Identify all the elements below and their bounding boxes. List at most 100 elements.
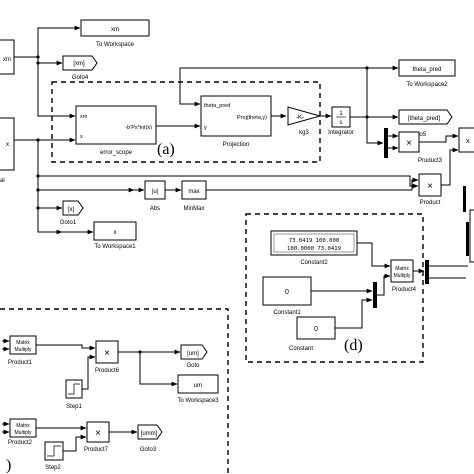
product1-block[interactable]: Matrix Multiply: [9, 335, 37, 355]
to-workspace1-block[interactable]: x: [93, 221, 137, 241]
right-bus-bar-1: [463, 186, 466, 212]
svg-text:Multiply: Multiply: [394, 273, 411, 279]
svg-text:-K-: -K-: [296, 115, 304, 121]
mux-bar-d[interactable]: [373, 282, 377, 308]
right-partial-block-2[interactable]: [469, 209, 474, 263]
error-scope-label: error_scope: [100, 150, 133, 156]
svg-text:Multiply: Multiply: [15, 347, 32, 353]
subsystem-d-border: [245, 213, 424, 363]
annotation-d: (d): [344, 337, 363, 354]
constant2-block[interactable]: 73.0419 100.000 100.0000 73.0419: [270, 230, 358, 256]
constant2-label: Constant2: [300, 260, 328, 266]
left-block-x[interactable]: x: [0, 117, 15, 171]
to-workspace-block[interactable]: xm: [80, 19, 150, 37]
step1-block[interactable]: [65, 379, 83, 399]
svg-text:[theta_pred]: [theta_pred]: [408, 116, 440, 122]
constant-block[interactable]: 0: [296, 316, 336, 340]
demux-bar-d: [425, 260, 429, 284]
svg-text:x: x: [6, 142, 9, 148]
subsystem-bottom-border: [0, 308, 229, 474]
goto5-block[interactable]: [theta_pred]: [398, 109, 453, 125]
svg-text:x: x: [114, 230, 117, 236]
svg-text:0: 0: [314, 326, 318, 333]
product4-label: Product4: [392, 287, 417, 293]
svg-text:theta_pred: theta_pred: [413, 67, 442, 73]
svg-text:x: x: [466, 138, 470, 145]
step2-label: Step2: [45, 465, 61, 471]
svg-text:s: s: [340, 120, 343, 126]
minmax-block[interactable]: max: [181, 180, 207, 200]
product1-label: Product1: [8, 360, 33, 366]
demux-bar[interactable]: [384, 128, 388, 158]
step1-label: Step1: [66, 404, 82, 410]
svg-text:y: y: [204, 125, 207, 131]
kg3-label: kg3: [299, 130, 309, 136]
goto4-label: Goto4: [72, 75, 89, 81]
svg-text:×: ×: [427, 181, 433, 192]
integrator-label: Integrator: [328, 130, 354, 136]
right-partial-block[interactable]: x: [458, 127, 474, 153]
goto-um-label: Goto: [186, 363, 200, 369]
goto3-label: Goto3: [140, 447, 157, 453]
svg-text:xm: xm: [3, 57, 11, 63]
to-workspace1-label: To Workspace1: [94, 244, 136, 250]
projection-block[interactable]: theta_pred y Proj(theta,y): [200, 95, 272, 137]
product2-label: Product2: [8, 440, 33, 446]
goto-um-block[interactable]: [um]: [180, 344, 208, 360]
svg-text:[xm]: [xm]: [73, 61, 85, 67]
svg-text:Matrix: Matrix: [395, 266, 409, 272]
minmax-label: MinMax: [183, 206, 204, 212]
svg-text:Multiply: Multiply: [15, 430, 32, 436]
svg-text:max: max: [188, 189, 199, 195]
constant-label: Constant: [289, 346, 313, 352]
product-block[interactable]: ×: [418, 173, 442, 197]
to-workspace3-block[interactable]: um: [177, 374, 219, 394]
svg-text:xm: xm: [111, 27, 119, 33]
svg-text:[x]: [x]: [68, 207, 75, 213]
to-workspace2-label: To Workspace2: [406, 82, 448, 88]
product6-block[interactable]: ×: [95, 340, 119, 364]
svg-text:|u|: |u|: [152, 189, 159, 195]
product7-block[interactable]: ×: [86, 421, 110, 443]
product7-label: Product7: [84, 447, 109, 453]
abs-block[interactable]: |u|: [144, 180, 166, 200]
svg-text:Matrix: Matrix: [16, 423, 30, 429]
product-label: Product: [420, 200, 441, 206]
product2-block[interactable]: Matrix Multiply: [9, 418, 37, 438]
goto4-block[interactable]: [xm]: [62, 55, 98, 71]
constant1-block[interactable]: 0: [262, 276, 312, 306]
svg-text:Matrix: Matrix: [16, 340, 30, 346]
svg-text:[umm]: [umm]: [141, 431, 158, 437]
goto1-label: Goto1: [60, 220, 77, 226]
left-block-xm[interactable]: xm: [0, 39, 15, 75]
svg-text:xm: xm: [80, 114, 88, 120]
goto1-block[interactable]: [x]: [62, 200, 84, 216]
subsystem-a-border: [51, 81, 321, 163]
error-scope-block[interactable]: xm x -b'Ps*int(x): [75, 105, 157, 145]
kg3-gain-block[interactable]: -K-: [287, 106, 322, 126]
product6-label: Product6: [95, 368, 120, 374]
product3-label: Product3: [418, 158, 443, 164]
svg-text:Proj(theta,y): Proj(theta,y): [237, 115, 267, 121]
svg-text:[um]: [um]: [187, 351, 199, 357]
svg-text:×: ×: [95, 428, 101, 439]
to-workspace-label: To Workspace: [96, 42, 135, 48]
to-workspace2-block[interactable]: theta_pred: [398, 59, 456, 77]
svg-text:100.0000 73.0419: 100.0000 73.0419: [287, 246, 341, 252]
left-block-x-label: al: [0, 178, 5, 184]
svg-text:×: ×: [104, 348, 110, 359]
product4-block[interactable]: Matrix Multiply: [390, 259, 414, 283]
goto3-block[interactable]: [umm]: [137, 424, 163, 440]
svg-text:theta_pred: theta_pred: [204, 103, 230, 109]
product3-block[interactable]: ×: [398, 131, 420, 153]
annotation-a: (a): [157, 141, 175, 158]
svg-text:1: 1: [339, 111, 343, 117]
constant1-label: Constant1: [273, 310, 301, 316]
projection-label: Projection: [223, 142, 250, 148]
to-workspace3-label: To Workspace3: [177, 398, 219, 404]
integrator-block[interactable]: 1 s: [331, 106, 351, 128]
svg-text:0: 0: [285, 289, 289, 296]
right-bus-bar-2: [466, 222, 469, 256]
svg-text:73.0419 100.000: 73.0419 100.000: [289, 238, 340, 244]
step2-block[interactable]: [44, 441, 64, 461]
